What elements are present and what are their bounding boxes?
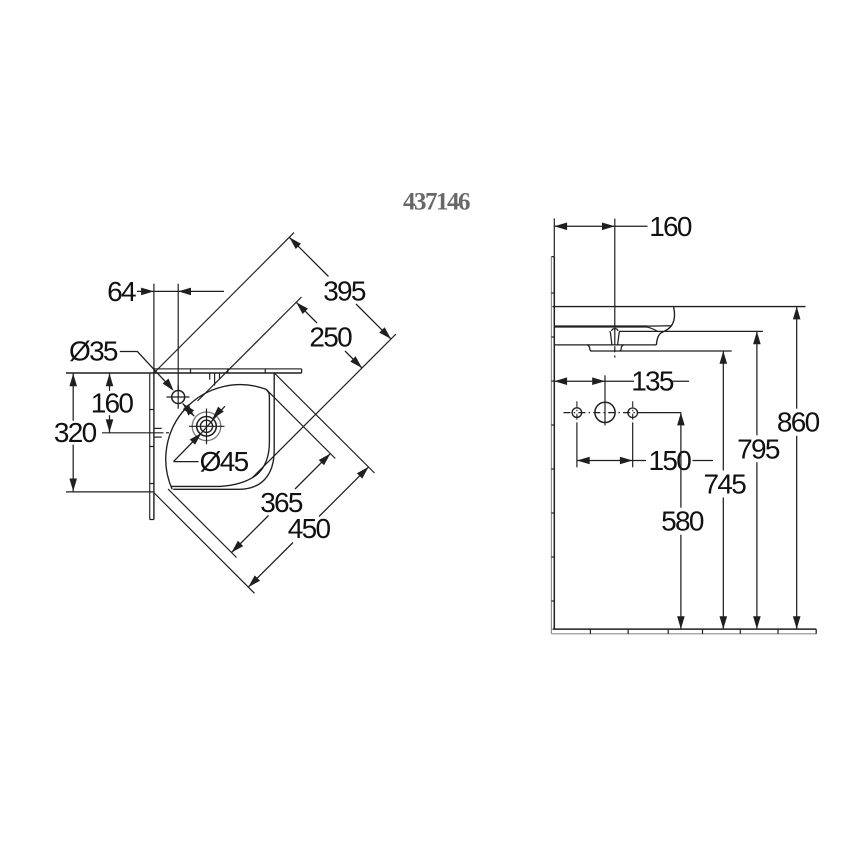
svg-text:150: 150 bbox=[648, 445, 691, 476]
svg-text:860: 860 bbox=[777, 407, 820, 438]
svg-text:580: 580 bbox=[661, 506, 704, 537]
svg-text:Ø35: Ø35 bbox=[69, 336, 118, 367]
svg-text:160: 160 bbox=[649, 211, 692, 242]
svg-text:64: 64 bbox=[107, 276, 136, 307]
svg-text:320: 320 bbox=[54, 417, 97, 448]
svg-text:437146: 437146 bbox=[403, 189, 470, 216]
svg-text:160: 160 bbox=[91, 388, 134, 419]
svg-text:450: 450 bbox=[288, 513, 331, 544]
svg-text:250: 250 bbox=[309, 322, 352, 353]
svg-text:395: 395 bbox=[323, 276, 366, 307]
svg-text:365: 365 bbox=[260, 487, 303, 518]
svg-text:795: 795 bbox=[737, 433, 780, 464]
svg-text:745: 745 bbox=[703, 469, 746, 500]
svg-text:135: 135 bbox=[631, 366, 674, 397]
svg-text:Ø45: Ø45 bbox=[200, 446, 249, 477]
